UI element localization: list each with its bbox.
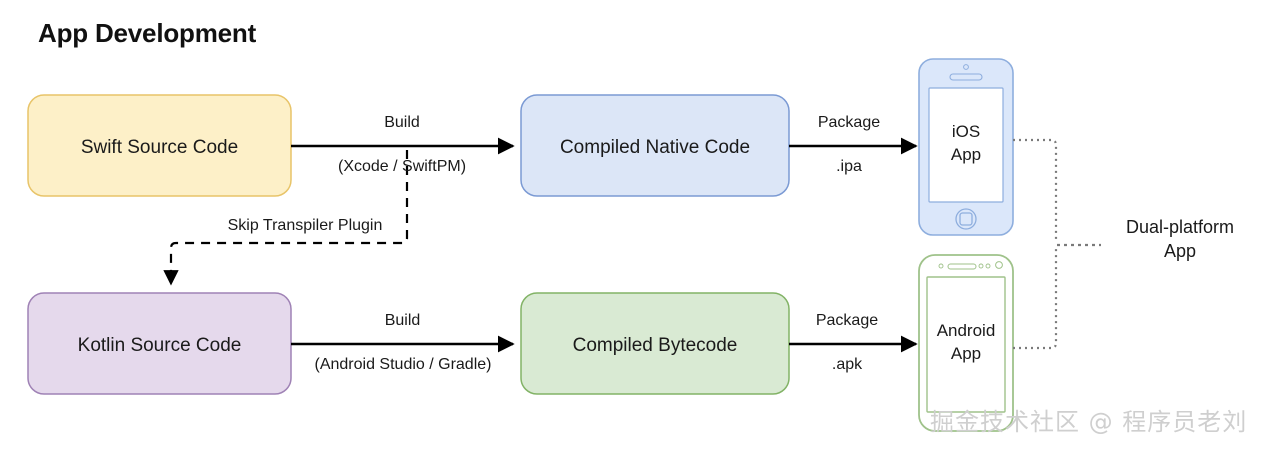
phone-label-ios: iOS App [911, 121, 1021, 167]
watermark: 掘金技术社区 @ 程序员老刘 [930, 408, 1248, 436]
phone-android-camera-icon [995, 261, 1003, 269]
edge-label-ios-package: Package [817, 114, 881, 131]
outcome-label-dual-platform-app: Dual-platform App [1090, 215, 1270, 264]
edge-label-skip-transpiler: Skip Transpiler Plugin [227, 217, 383, 234]
arrow-skip-transpiler [163, 150, 409, 286]
phone-android-sensor-left-icon [938, 263, 944, 269]
node-label-swift: Swift Source Code [80, 137, 239, 158]
edge-label-android-package: Package [815, 312, 879, 329]
phone-label-ios-line1: iOS [951, 122, 981, 141]
node-label-compiled-native-code: Compiled Native Code [559, 137, 751, 158]
edge-label-kotlin-build-tool: (Android Studio / Gradle) [314, 356, 492, 373]
phone-ios-speaker-icon [949, 73, 983, 81]
edge-label-kotlin-build: Build [384, 312, 421, 329]
node-label-compiled-bytecode: Compiled Bytecode [572, 335, 738, 356]
phone-ios-screen [928, 87, 1004, 203]
phone-label-android-line2: App [950, 343, 982, 363]
phone-label-android: Android App [911, 320, 1021, 366]
edge-label-android-artifact: .apk [831, 356, 863, 373]
phone-android[interactable] [918, 254, 1014, 432]
phone-android-sensor-mid-icon [978, 263, 984, 269]
node-label-kotlin: Kotlin Source Code [77, 335, 242, 356]
page-title: App Development [38, 18, 257, 48]
phone-label-ios-line2: App [950, 144, 982, 164]
edge-label-swift-build: Build [384, 114, 420, 131]
edge-label-swift-build-tool: (Xcode / SwiftPM) [337, 158, 467, 175]
edge-label-ios-artifact: .ipa [836, 158, 862, 175]
phone-ios-home-square-icon [959, 212, 973, 226]
phone-label-android-line1: Android [936, 321, 996, 340]
phone-android-sensor-mid2-icon [985, 263, 991, 269]
outcome-label-line1: Dual-platform [1125, 217, 1235, 237]
outcome-label-line2: App [1163, 241, 1197, 262]
phone-android-speaker-icon [947, 263, 977, 270]
phone-ios-camera-icon [963, 64, 969, 70]
phone-ios[interactable] [918, 58, 1014, 236]
phone-android-screen [926, 276, 1006, 413]
